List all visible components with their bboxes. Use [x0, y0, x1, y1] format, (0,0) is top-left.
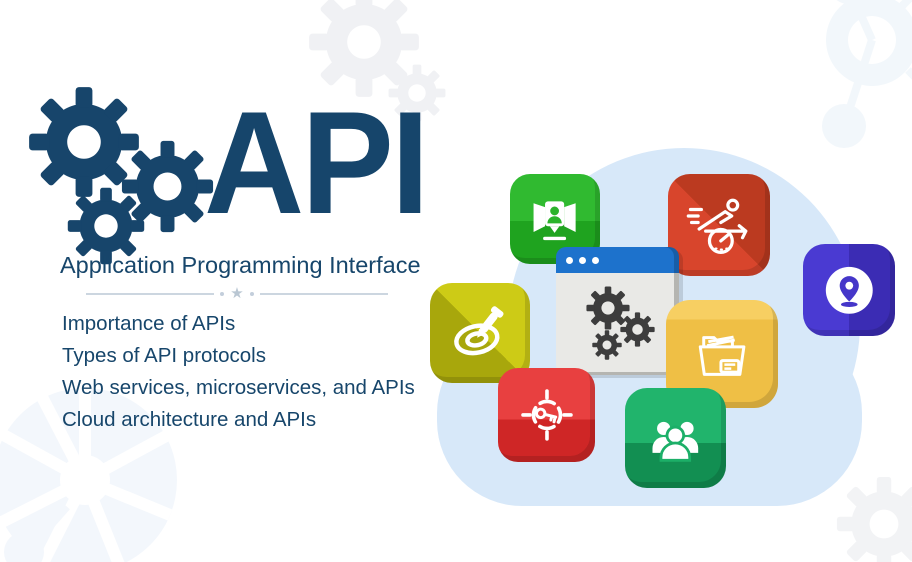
subtitle: Application Programming Interface: [60, 252, 421, 278]
divider: ★: [86, 285, 389, 302]
molecule-decoration-icon: [822, 0, 912, 148]
divider-line: [259, 292, 389, 295]
browser-window-icon: [556, 247, 679, 375]
page-title: API: [204, 81, 430, 244]
divider-dot: [220, 291, 225, 296]
window-dot-icon: [592, 256, 599, 264]
star-icon: ★: [230, 285, 244, 302]
topic-item: Web services, microservices, and APIs: [62, 376, 415, 399]
window-dot-icon: [566, 256, 573, 264]
location-pin-icon: [803, 244, 895, 336]
topic-item: Types of API protocols: [62, 344, 266, 367]
divider-line: [86, 292, 215, 295]
topics-list: Importance of APIs Types of API protocol…: [62, 308, 415, 436]
divider-dot: [249, 291, 254, 296]
window-dot-icon: [579, 256, 586, 264]
topic-item: Cloud architecture and APIs: [62, 408, 317, 431]
key-target-icon: [498, 368, 595, 462]
gears-icon: [585, 286, 655, 360]
delivery-speed-icon: [668, 174, 770, 276]
user-group-icon: [625, 388, 726, 488]
browser-titlebar: [556, 247, 679, 273]
topic-item: Importance of APIs: [62, 312, 236, 335]
dart-target-icon: [430, 283, 530, 383]
browser-content: [556, 273, 679, 375]
